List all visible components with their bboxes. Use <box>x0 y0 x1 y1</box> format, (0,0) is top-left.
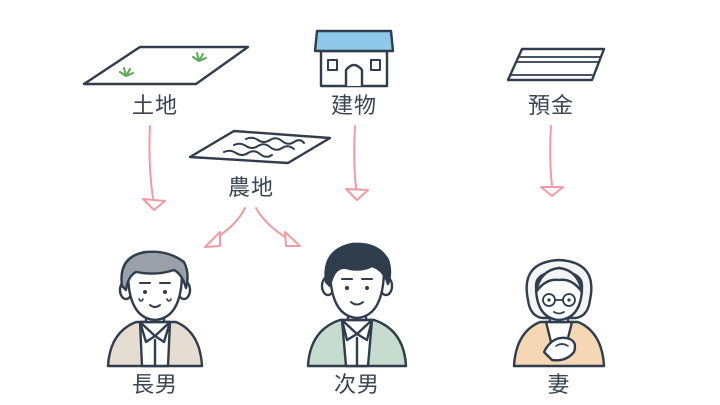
wife-label: 妻 <box>547 373 571 398</box>
elderly-man-icon <box>106 250 204 368</box>
arrow-deposit-to-wife <box>540 125 564 197</box>
arrow-farmland-to-second-son <box>255 207 301 247</box>
farmland-document-icon <box>188 129 332 165</box>
deposit-label: 預金 <box>527 94 575 119</box>
farmland-label: 農地 <box>227 176 275 201</box>
land-label: 土地 <box>131 94 179 119</box>
house-icon <box>313 29 395 88</box>
arrow-farmland-to-eldest-son <box>204 207 246 248</box>
middle-aged-man-icon <box>306 242 408 368</box>
eldest-son-label: 長男 <box>131 373 179 398</box>
land-icon <box>82 45 250 86</box>
bankbook-icon <box>506 47 606 82</box>
arrow-land-to-eldest-son <box>142 125 166 211</box>
arrows <box>142 125 564 248</box>
elderly-woman-icon <box>512 258 606 368</box>
building-label: 建物 <box>330 94 378 119</box>
arrow-building-to-second-son <box>345 125 369 201</box>
second-son-label: 次男 <box>333 373 381 398</box>
